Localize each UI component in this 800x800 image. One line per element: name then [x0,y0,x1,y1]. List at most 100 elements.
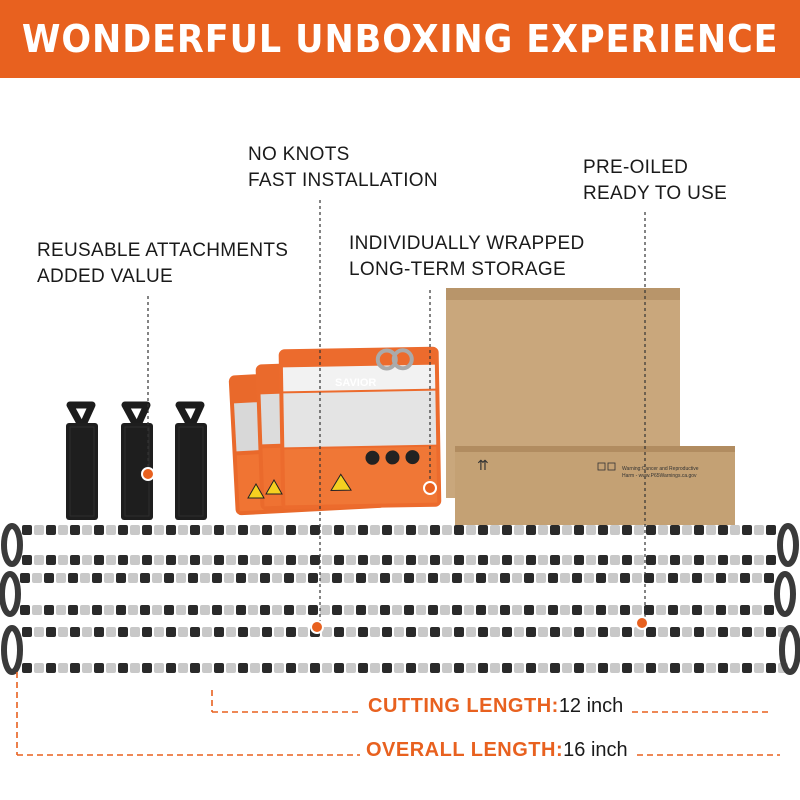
chain-link [574,555,584,565]
chain-link [682,525,692,535]
chain-link [34,525,44,535]
chain-link [440,605,450,615]
chain-link [212,605,222,615]
chain-link [370,627,380,637]
chain-link [682,663,692,673]
chain-link [502,627,512,637]
chain-link [262,663,272,673]
chain-link [704,573,714,583]
chain-link [142,525,152,535]
chain-link [70,627,80,637]
chain-link [488,605,498,615]
chain-link [752,605,762,615]
chain-link [190,525,200,535]
reusable-straps [66,401,207,520]
chain-link [766,627,776,637]
chain-link [416,605,426,615]
chain-link [226,627,236,637]
chain-link [142,627,152,637]
chain-link [490,555,500,565]
chain-link [22,555,32,565]
chain-link [754,627,764,637]
chain-link [70,663,80,673]
chain-link [428,605,438,615]
chain-link [82,555,92,565]
chain-link [658,627,668,637]
chain-link [152,573,162,583]
chain-link [634,525,644,535]
overall-length-label: OVERALL LENGTH:16 inch [360,739,634,762]
chain-link [346,555,356,565]
chain-link [94,555,104,565]
chain-link [524,605,534,615]
callout-oiled-line2: READY TO USE [583,183,728,204]
chain-link [202,525,212,535]
callout-storage-line2: LONG-TERM STORAGE [349,259,566,280]
chain-link [224,605,234,615]
chain-link [500,605,510,615]
chain-link [454,555,464,565]
chain-link [692,605,702,615]
chain-link [296,605,306,615]
chain-link [118,627,128,637]
chain-link [226,555,236,565]
chain-link [392,605,402,615]
chain-link [250,555,260,565]
chain-link [202,555,212,565]
chain-link [550,663,560,673]
chain-link [454,627,464,637]
chain-link [142,555,152,565]
chain-link [272,605,282,615]
chain-link [46,663,56,673]
chain-link [646,627,656,637]
chain-link [322,663,332,673]
chain-link [728,573,738,583]
chain-link [584,605,594,615]
chain-link [562,663,572,673]
chain-link [670,555,680,565]
chain-link [92,605,102,615]
chain-link [370,555,380,565]
chain-link [214,525,224,535]
chain-link [622,663,632,673]
chain-link [200,605,210,615]
chain-link [548,573,558,583]
chain-link [512,573,522,583]
chain-link [512,605,522,615]
saw-chains [0,523,800,675]
chain-link [236,573,246,583]
chain-link [502,555,512,565]
chain-end [0,571,21,617]
chain-link [334,555,344,565]
chain-link [560,605,570,615]
chain-link [214,555,224,565]
callout-installation-line2: FAST INSTALLATION [248,170,438,191]
chain-link [646,555,656,565]
chain-link [298,525,308,535]
chain-link [586,525,596,535]
chain-link [502,663,512,673]
chain-link [442,555,452,565]
chain-link [380,573,390,583]
chain-link [394,627,404,637]
chain-link [406,663,416,673]
chain-link [128,573,138,583]
chain-link [646,525,656,535]
chain-link [70,525,80,535]
chain-link [550,555,560,565]
chain-link [418,525,428,535]
chain-link [308,573,318,583]
chain-link [250,627,260,637]
chain-link [682,627,692,637]
chain-link [284,605,294,615]
chain-link [128,605,138,615]
chain-link [214,627,224,637]
chain-link [716,605,726,615]
chain-link [610,525,620,535]
chain-link [418,555,428,565]
chain-link [382,663,392,673]
chain-link [572,573,582,583]
chain-link [658,555,668,565]
chain-link [358,525,368,535]
